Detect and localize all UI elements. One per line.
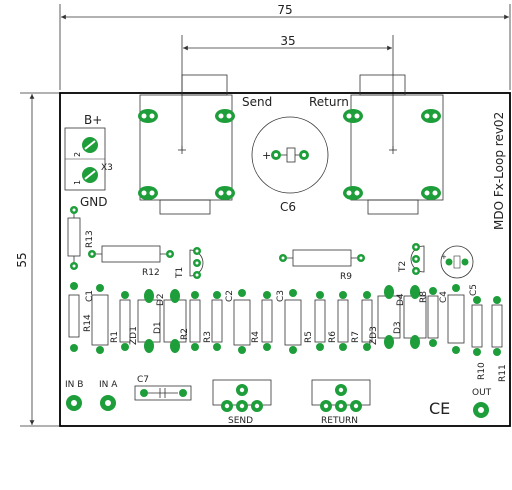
capacitor-electrolytic-small: + (440, 245, 474, 279)
r7-label: R7 (351, 331, 361, 343)
d3-label: D3 (393, 321, 403, 334)
r8-label: R8 (419, 291, 429, 303)
r3-label: R3 (203, 331, 213, 343)
d2-label: D2 (156, 293, 166, 306)
board-outline (59, 92, 511, 427)
component-labels: R14 C1 R1 ZD1 D1 D2 R2 R3 C2 R4 C3 R5 R6… (83, 284, 508, 382)
send-bottom-label: SEND (228, 416, 253, 426)
out-label: OUT (472, 388, 492, 398)
capacitor-c6: + (251, 116, 329, 194)
r11-label: R11 (498, 364, 508, 382)
r1-label: R1 (110, 331, 120, 343)
jack-pads (138, 109, 441, 200)
capacitor-c7 (134, 385, 192, 401)
dimension-width-label: 75 (277, 3, 292, 17)
svg-text:+: + (441, 253, 447, 261)
c6-label: C6 (280, 200, 296, 214)
resistor-r12 (88, 245, 174, 263)
pin1-label: 1 (73, 180, 82, 185)
pin2-label: 2 (73, 152, 82, 157)
dimension-height-label: 55 (15, 252, 29, 267)
transistor-t1 (189, 247, 204, 279)
resistor-r13 (67, 206, 81, 270)
t2-label: T2 (398, 261, 408, 273)
bplus-label: B+ (84, 113, 102, 127)
d4-label: D4 (396, 293, 406, 306)
jack-send (139, 74, 233, 215)
jack-pad-holes (141, 113, 438, 196)
dimension-spacing-label: 35 (280, 34, 295, 48)
c7-label: C7 (137, 375, 149, 385)
r2-label: R2 (180, 328, 190, 340)
svg-text:+: + (262, 149, 271, 162)
r10-label: R10 (477, 362, 487, 380)
in-a-label: IN A (99, 380, 118, 390)
zd1-label: ZD1 (129, 326, 139, 345)
input-pads (66, 395, 489, 418)
gnd-label: GND (80, 195, 108, 209)
c1-label: C1 (85, 290, 95, 302)
dimension-width (59, 4, 511, 90)
r5-label: R5 (304, 331, 314, 343)
r9-label: R9 (340, 272, 352, 282)
r12-label: R12 (142, 268, 160, 278)
r13-label: R13 (85, 230, 95, 248)
d1-label: D1 (153, 321, 163, 334)
component-pads (70, 282, 501, 356)
c2-label: C2 (225, 290, 235, 302)
connector-send (212, 379, 272, 412)
c5-label: C5 (469, 284, 479, 296)
r4-label: R4 (251, 331, 261, 343)
ce-mark-icon: CE (429, 399, 450, 418)
t1-label: T1 (175, 267, 185, 279)
return-bottom-label: RETURN (321, 416, 358, 426)
r6-label: R6 (328, 331, 338, 343)
send-label: Send (242, 95, 272, 109)
board-title: MDO Fx-Loop rev02 (492, 112, 506, 230)
transistor-t2 (410, 243, 425, 275)
terminal-x3 (64, 127, 106, 191)
return-label: Return (309, 95, 349, 109)
c4-label: C4 (439, 291, 449, 303)
r14-label: R14 (83, 314, 93, 332)
in-b-label: IN B (65, 380, 83, 390)
zd3-label: ZD3 (369, 326, 379, 345)
c3-label: C3 (276, 290, 286, 302)
dimension-height (20, 92, 60, 427)
connector-return (311, 379, 371, 412)
resistor-r9 (279, 249, 365, 267)
x3-label: X3 (101, 163, 113, 173)
jack-return (350, 74, 444, 215)
